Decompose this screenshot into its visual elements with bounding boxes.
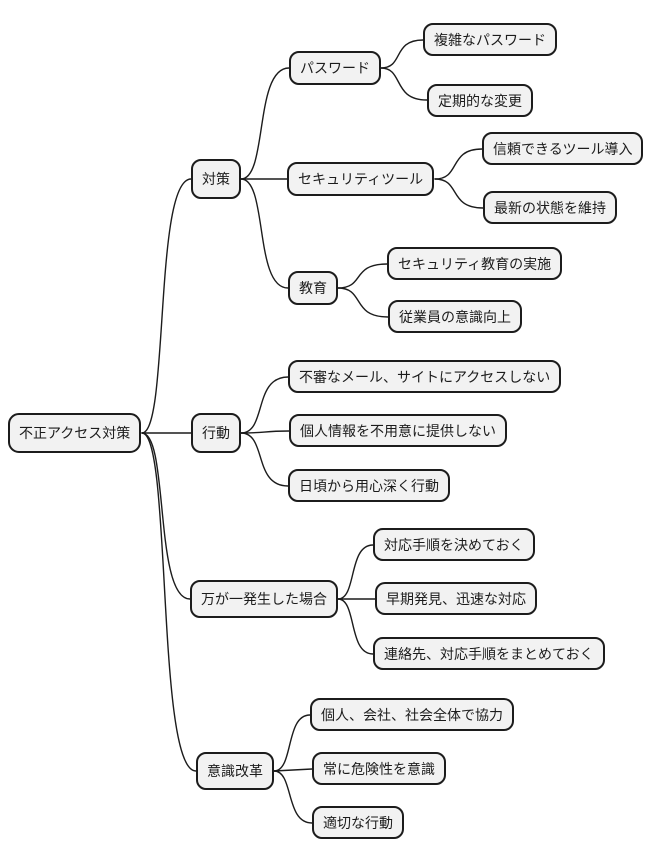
node-daily-caution: 日頃から用心深く行動 <box>288 469 450 502</box>
connector-countermeasures-password <box>240 67 290 180</box>
node-regular-change: 定期的な変更 <box>427 84 533 117</box>
connector-mindset-appropriate-action <box>273 770 313 824</box>
connector-password-complex-password <box>380 39 424 69</box>
node-response-procedures: 対応手順を決めておく <box>373 528 535 561</box>
connector-behavior-daily-caution <box>240 432 289 487</box>
connector-mindset-risk-awareness <box>273 768 313 772</box>
node-behavior: 行動 <box>191 413 241 453</box>
connector-countermeasures-education <box>240 178 289 289</box>
node-education: 教育 <box>288 271 338 305</box>
node-no-personal-info: 個人情報を不用意に提供しない <box>289 414 507 447</box>
node-security-training: セキュリティ教育の実施 <box>387 247 563 280</box>
connector-root-mindset-reform <box>141 432 197 772</box>
connector-behavior-no-personal-info <box>240 430 290 434</box>
node-no-suspicious-access: 不審なメール、サイトにアクセスしない <box>288 360 562 393</box>
node-security-tools: セキュリティツール <box>287 162 435 196</box>
node-keep-updated: 最新の状態を維持 <box>483 191 617 224</box>
node-contact-list: 連絡先、対応手順をまとめておく <box>373 637 605 670</box>
node-cooperation: 個人、会社、社会全体で協力 <box>310 698 514 731</box>
node-risk-awareness: 常に危険性を意識 <box>312 752 446 785</box>
node-password: パスワード <box>289 51 381 85</box>
connector-security-tools-keep-updated <box>434 178 484 209</box>
node-mindset-reform: 意識改革 <box>196 752 274 790</box>
node-incident-case: 万が一発生した場合 <box>190 580 338 618</box>
connector-incident-contact-list <box>337 598 374 655</box>
connector-behavior-no-suspicious-access <box>240 376 289 434</box>
connector-education-security-training <box>337 263 388 289</box>
node-trusted-tools: 信頼できるツール導入 <box>482 132 644 165</box>
node-complex-password: 複雑なパスワード <box>423 23 557 56</box>
connector-password-regular-change <box>380 67 428 101</box>
connector-root-incident-case <box>141 432 191 600</box>
connector-root-countermeasures <box>141 178 192 434</box>
node-early-detection: 早期発見、迅速な対応 <box>375 582 537 615</box>
connector-mindset-cooperation <box>273 714 311 772</box>
node-root: 不正アクセス対策 <box>8 413 142 453</box>
connector-incident-response-procedures <box>337 544 374 600</box>
connector-education-employee-awareness <box>337 287 389 318</box>
node-employee-awareness: 従業員の意識向上 <box>388 300 522 333</box>
node-appropriate-action: 適切な行動 <box>312 806 404 839</box>
connector-security-tools-trusted-tools <box>434 148 483 180</box>
node-countermeasures: 対策 <box>191 159 241 199</box>
